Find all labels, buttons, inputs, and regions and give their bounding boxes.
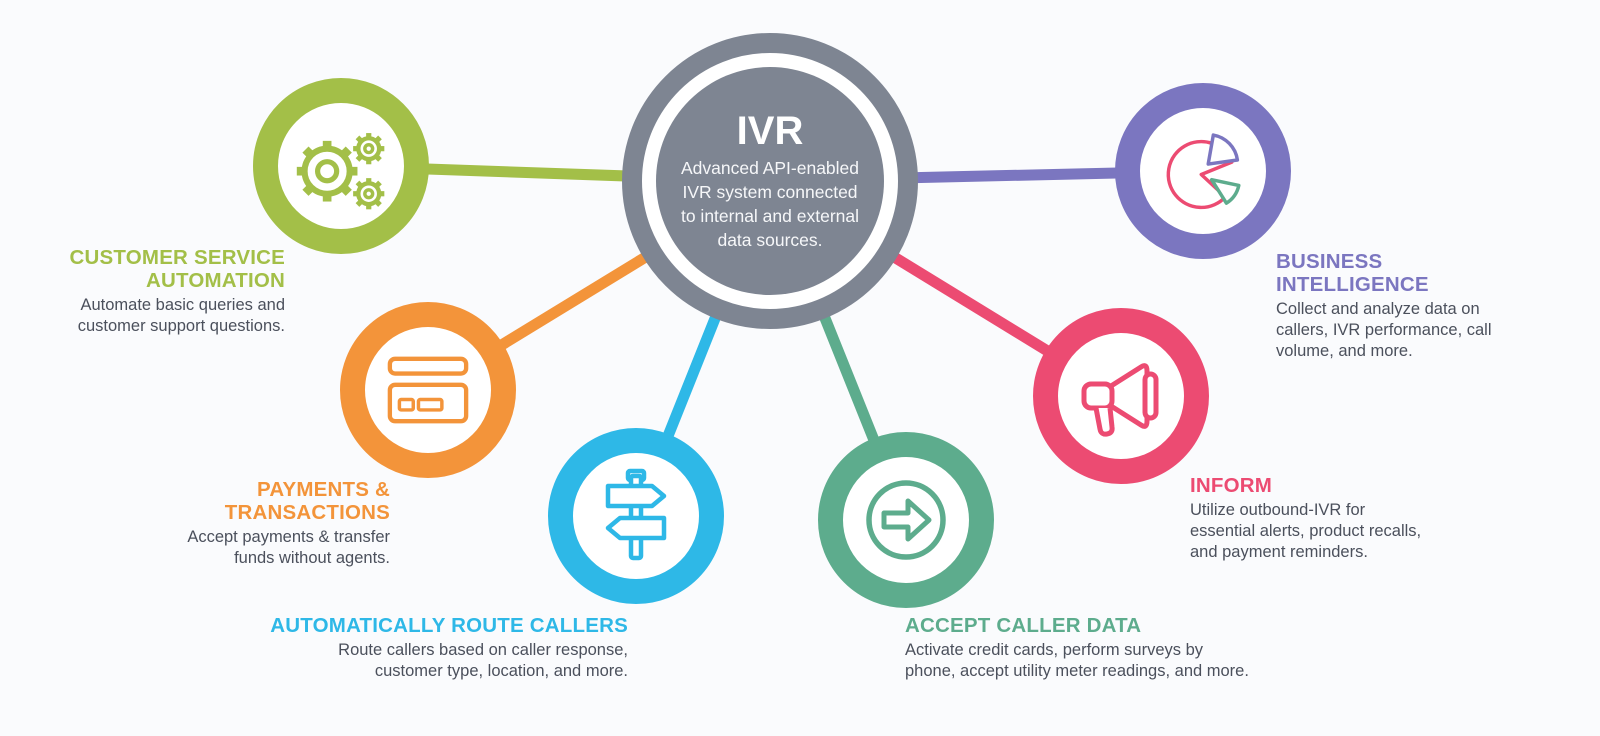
node-heading: AUTOMATICALLY ROUTE CALLERS [270, 614, 628, 637]
arrow-circle-icon [866, 480, 946, 560]
ivr-hub-disc: IVR Advanced API-enabled IVR system conn… [656, 67, 884, 295]
label-customer-service-automation: CUSTOMER SERVICE AUTOMATION Automate bas… [25, 246, 285, 337]
node-body: Activate credit cards, perform surveys b… [905, 641, 1249, 680]
node-circle-accept-caller-data [818, 432, 994, 608]
node-body: Utilize outbound-IVR for essential alert… [1190, 501, 1422, 561]
node-circle-customer-service-automation [253, 78, 429, 254]
node-body: Collect and analyze data on callers, IVR… [1276, 300, 1492, 360]
node-heading: PAYMENTS & TRANSACTIONS [224, 478, 390, 524]
signpost-icon [605, 468, 667, 561]
label-business-intelligence: BUSINESS INTELLIGENCE Collect and analyz… [1276, 250, 1586, 362]
gears-icon [296, 133, 385, 210]
label-accept-caller-data: ACCEPT CALLER DATA Activate credit cards… [905, 614, 1360, 682]
node-body: Route callers based on caller response, … [338, 641, 628, 680]
node-heading: INFORM [1190, 474, 1273, 497]
hub-description: Advanced API-enabled IVR system connecte… [680, 158, 860, 250]
label-payments-transactions: PAYMENTS & TRANSACTIONS Accept payments … [130, 478, 390, 569]
node-circle-automatically-route-callers [548, 428, 724, 604]
megaphone-icon [1081, 363, 1159, 437]
pie-chart-icon [1166, 133, 1241, 210]
node-heading: BUSINESS INTELLIGENCE [1276, 250, 1429, 296]
node-body: Accept payments & transfer funds without… [187, 528, 390, 567]
label-inform: INFORM Utilize outbound-IVR for essentia… [1190, 474, 1530, 563]
node-circle-inform [1033, 308, 1209, 484]
ivr-hub-circle: IVR Advanced API-enabled IVR system conn… [622, 33, 918, 329]
credit-card-icon [387, 356, 469, 424]
hub-title: IVR [736, 109, 804, 153]
node-heading: ACCEPT CALLER DATA [905, 614, 1142, 637]
node-circle-payments-transactions [340, 302, 516, 478]
node-heading: CUSTOMER SERVICE AUTOMATION [69, 246, 285, 292]
label-automatically-route-callers: AUTOMATICALLY ROUTE CALLERS Route caller… [208, 614, 628, 682]
node-body: Automate basic queries and customer supp… [77, 296, 285, 335]
node-circle-business-intelligence [1115, 83, 1291, 259]
